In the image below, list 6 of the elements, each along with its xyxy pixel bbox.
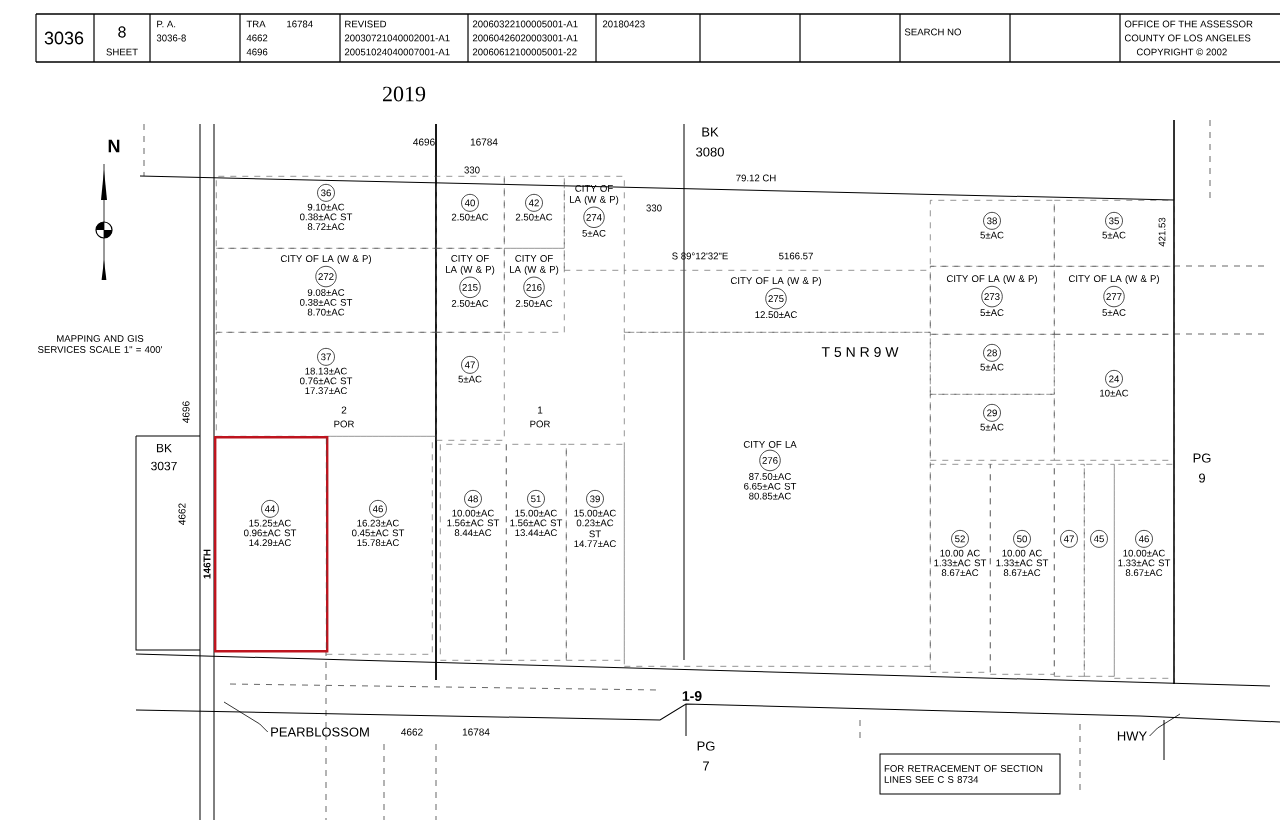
map-label: 8 (118, 26, 126, 38)
map-label: 2019 (383, 86, 426, 102)
leader-line (1149, 713, 1181, 737)
leader-line (223, 701, 269, 733)
map-label: N (108, 139, 120, 153)
map-label: 3036 (44, 31, 84, 45)
